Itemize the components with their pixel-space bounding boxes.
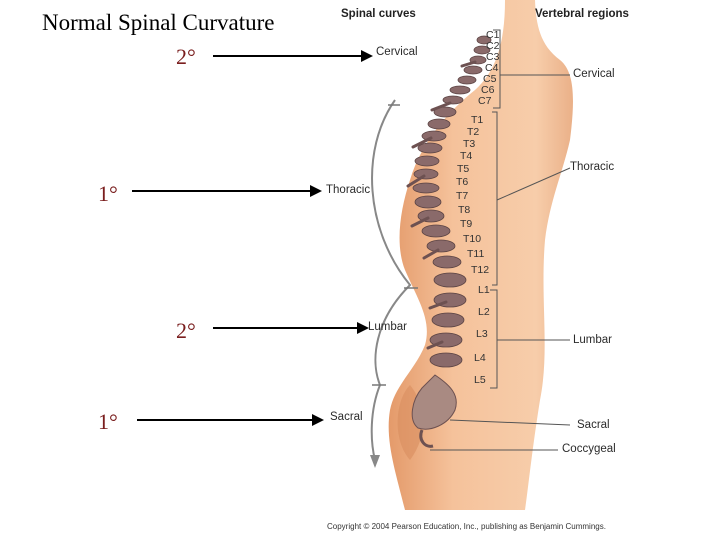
vertebra-label: C1 [486, 29, 500, 41]
vertebra-label: T2 [467, 126, 480, 138]
coccyx [419, 429, 434, 448]
vertebra-label: T4 [460, 150, 473, 162]
vertebra-label: L4 [474, 352, 486, 364]
region-label-lumbar: Lumbar [573, 334, 612, 346]
sacral-pointer-arrow [137, 414, 324, 426]
vertebra-label: L3 [476, 328, 488, 340]
vertebra-label: L1 [478, 284, 490, 296]
curve-label-cervical: Cervical [376, 46, 418, 58]
vertebra-label: T3 [463, 138, 476, 150]
region-label-coccygeal: Coccygeal [562, 443, 616, 455]
vertebra-label: T5 [457, 163, 470, 175]
thoracic-curve-degree: 1° [98, 181, 118, 206]
cervical-curve-degree: 2° [176, 44, 196, 69]
region-label-sacral: Sacral [577, 419, 610, 431]
slide-title: Normal Spinal Curvature [42, 10, 275, 35]
curve-label-sacral: Sacral [330, 411, 363, 423]
vertebra-label: L5 [474, 374, 486, 386]
vertebra-label: C7 [478, 95, 492, 107]
copyright-notice: Copyright © 2004 Pearson Education, Inc.… [327, 522, 606, 531]
vertebral-column [406, 35, 492, 448]
vertebra-label: C2 [486, 40, 500, 52]
vertebra-label: C5 [483, 73, 497, 85]
lumbar-pointer-arrow [213, 322, 369, 334]
cervical-pointer-arrow [213, 50, 373, 62]
vertebra-label: T10 [463, 233, 482, 245]
vertebra-label: T1 [471, 114, 484, 126]
vertebra-label: C6 [481, 84, 495, 96]
thoracic-pointer-arrow [132, 185, 322, 197]
spine-anatomy-figure: Spinal curves Vertebral regions Cervical… [300, 0, 720, 540]
vertebra-label: T9 [460, 218, 473, 230]
curve-label-thoracic: Thoracic [326, 184, 371, 196]
vertebra-label: T11 [467, 248, 485, 260]
curve-label-lumbar: Lumbar [368, 321, 407, 333]
spine-illustration [370, 0, 573, 510]
vertebra-label: C3 [486, 51, 500, 63]
sacrum [411, 374, 457, 430]
spinal-curve-outline [370, 99, 412, 461]
vertebra-label: C4 [485, 62, 499, 74]
region-label-thoracic: Thoracic [570, 161, 615, 173]
vertebra-label: T8 [458, 204, 471, 216]
vertebra-label: T7 [456, 190, 469, 202]
region-label-cervical: Cervical [573, 68, 615, 80]
vertebra-label: T12 [471, 264, 490, 276]
vertebra-label: L2 [478, 306, 490, 318]
spinal-curves-header: Spinal curves [341, 8, 416, 20]
vertebra-label: T6 [456, 176, 469, 188]
lumbar-curve-degree: 2° [176, 318, 196, 343]
vertebral-regions-header: Vertebral regions [535, 8, 629, 20]
sacral-curve-degree: 1° [98, 409, 118, 434]
